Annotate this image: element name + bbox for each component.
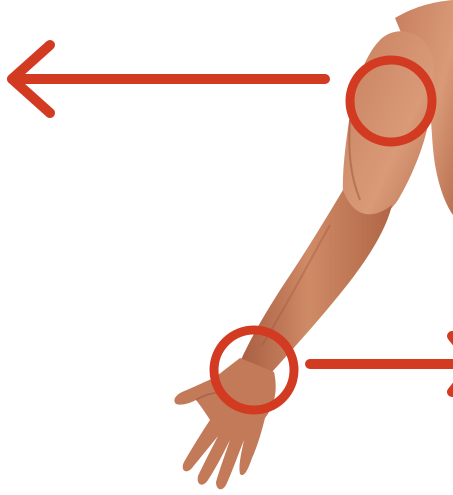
hand-shape [174,358,275,489]
right-arrow [310,336,453,392]
left-arrow [12,45,325,113]
